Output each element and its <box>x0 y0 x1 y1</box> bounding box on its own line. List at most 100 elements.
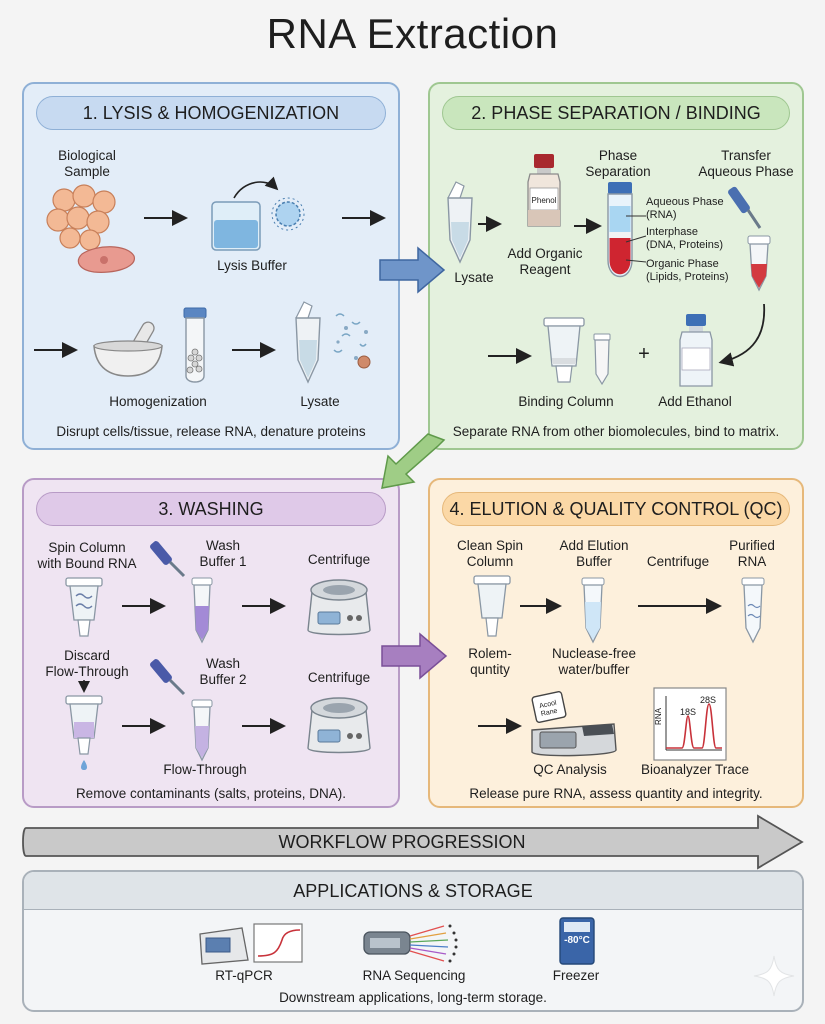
qpcr-machine-icon <box>199 923 303 965</box>
flow-through-label: Flow-Through <box>163 762 247 777</box>
purified-label: Purified RNA <box>729 538 775 569</box>
centrifuge1-label: Centrifuge <box>307 552 371 567</box>
rolem-label: Rolem- quntity <box>468 646 512 677</box>
plus-sign: + <box>638 343 650 365</box>
arrow-icon <box>144 210 188 226</box>
arrow-icon <box>122 718 166 734</box>
phase-lysate-label: Lysate <box>454 270 494 285</box>
organic-label: Organic Phase (Lipids, Proteins) <box>646 258 729 283</box>
workflow-arrow <box>22 814 804 870</box>
centrifuge-icon <box>307 579 371 636</box>
lysate-tube-icon <box>295 301 371 384</box>
centrifuge2-label: Centrifuge <box>307 670 371 685</box>
elution-heading: 4. ELUTION & QUALITY CONTROL (QC) <box>442 492 790 526</box>
aqueous-label: Aqueous Phase (RNA) <box>646 196 724 221</box>
sequencer-icon <box>363 924 458 963</box>
freezer-label: Freezer <box>552 968 600 983</box>
elution-panel: 4. ELUTION & QUALITY CONTROL (QC) Clean … <box>428 478 804 808</box>
binding-column-label: Binding Column <box>518 394 614 409</box>
bioanalyzer-label: Bioanalyzer Trace <box>640 762 750 777</box>
applications-heading: APPLICATIONS & STORAGE <box>24 872 802 910</box>
applications-panel: APPLICATIONS & STORAGE RT-qPCR RNA Seque… <box>22 870 804 1012</box>
connector-arrow-2-3 <box>381 433 446 489</box>
arrow-icon <box>232 342 276 358</box>
washing-footer: Remove contaminants (salts, proteins, DN… <box>75 786 347 801</box>
phenol-label: Phenol <box>531 196 557 205</box>
phenol-bottle-icon <box>527 154 561 227</box>
connector-arrow-3-4 <box>381 632 448 680</box>
spin-column-icon <box>473 575 511 637</box>
qc-analysis-label: QC Analysis <box>533 762 607 777</box>
workflow-label: WORKFLOW PROGRESSION <box>278 832 526 852</box>
phase-pointer-lines <box>625 215 647 263</box>
nuclease-free-label: Nuclease-free water/buffer <box>551 646 637 677</box>
bioanalyzer-trace-icon <box>653 687 727 761</box>
lysis-footer: Disrupt cells/tissue, release RNA, denat… <box>56 424 366 439</box>
applications-footer: Downstream applications, long-term stora… <box>279 990 547 1005</box>
spin-column-icon <box>65 577 103 637</box>
phase-panel: 2. PHASE SEPARATION / BINDING Lysate Phe… <box>428 82 804 450</box>
arrow-icon <box>488 348 532 364</box>
lysis-buffer-label: Lysis Buffer <box>217 258 287 273</box>
peak-28s-label: 28S <box>700 695 717 705</box>
beaker-icon <box>211 176 305 251</box>
lysis-heading: 1. LYSIS & HOMOGENIZATION <box>36 96 386 130</box>
peak-18s-label: 18S <box>680 707 697 717</box>
washing-panel: 3. WASHING Spin Column with Bound RNA Wa… <box>22 478 400 808</box>
spin-column-label: Spin Column with Bound RNA <box>37 540 137 571</box>
arrow-icon <box>638 598 722 614</box>
wash2-label: Wash Buffer 2 <box>199 656 247 687</box>
interphase-label: Interphase (DNA, Proteins) <box>646 226 724 251</box>
phase-tube-icon <box>607 182 633 277</box>
add-elution-label: Add Elution Buffer <box>559 538 629 569</box>
arrow-icon <box>520 598 562 614</box>
cells-icon <box>46 184 135 273</box>
curved-arrow-icon <box>718 303 766 367</box>
arrow-icon <box>34 342 78 358</box>
phase-heading: 2. PHASE SEPARATION / BINDING <box>442 96 790 130</box>
phase-footer: Separate RNA from other biomolecules, bi… <box>452 424 780 439</box>
arrow-icon <box>478 216 502 232</box>
phase-separation-label: Phase Separation <box>585 148 651 179</box>
discard-column-icon <box>65 680 103 770</box>
pipette-tube-icon <box>150 541 213 644</box>
pipette-tube-icon <box>150 659 213 762</box>
elution-centrifuge-label: Centrifuge <box>646 554 710 569</box>
lysate-label: Lysate <box>300 394 340 409</box>
freezer-temp: -80°C <box>564 935 590 946</box>
homogenization-label: Homogenization <box>109 394 207 409</box>
add-ethanol-label: Add Ethanol <box>658 394 732 409</box>
rtqpcr-label: RT-qPCR <box>215 968 273 983</box>
add-organic-label: Add Organic Reagent <box>507 246 583 277</box>
lysate-tube-icon <box>447 181 473 264</box>
elution-tube-icon <box>581 577 605 644</box>
wash1-label: Wash Buffer 1 <box>199 538 247 569</box>
trace-axis-label: RNA <box>653 708 663 725</box>
pipette-tube-icon <box>728 186 771 292</box>
washing-heading: 3. WASHING <box>36 492 386 526</box>
clean-column-label: Clean Spin Column <box>456 538 524 569</box>
page-title: RNA Extraction <box>266 10 559 57</box>
sequencing-label: RNA Sequencing <box>362 968 466 983</box>
transfer-label: Transfer Aqueous Phase <box>698 148 794 179</box>
ethanol-bottle-icon <box>679 314 713 387</box>
arrow-icon <box>342 210 386 226</box>
freezer-icon <box>559 917 595 965</box>
binding-column-icon <box>543 317 611 386</box>
elution-footer: Release pure RNA, assess quantity and in… <box>469 786 763 801</box>
mortar-pestle-icon <box>93 321 163 377</box>
arrow-icon <box>242 598 286 614</box>
centrifuge-icon <box>307 697 371 754</box>
connector-arrow-1-2 <box>379 246 446 294</box>
bead-tube-icon <box>183 307 207 383</box>
arrow-icon <box>242 718 286 734</box>
discard-label: Discard Flow-Through <box>45 648 129 679</box>
lysis-panel: 1. LYSIS & HOMOGENIZATION Biological Sam… <box>22 82 400 450</box>
spectrophotometer-icon <box>531 691 617 757</box>
biological-sample-label: Biological Sample <box>58 148 116 179</box>
arrow-icon <box>478 718 522 734</box>
arrow-icon <box>574 218 602 234</box>
purified-tube-icon <box>741 577 765 644</box>
sparkle-icon <box>753 955 795 997</box>
arrow-icon <box>122 598 166 614</box>
